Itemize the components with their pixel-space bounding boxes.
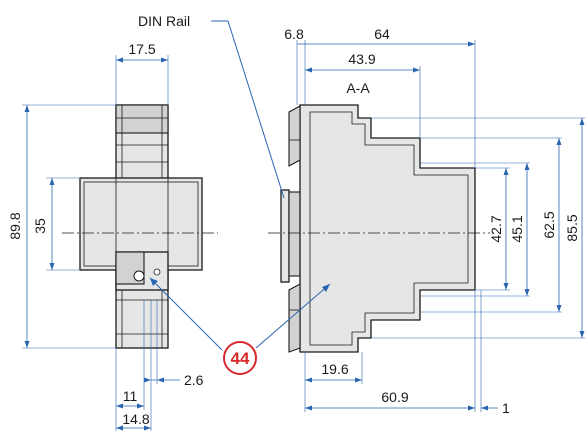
dim-side-bottom-b: 14.8 <box>122 411 149 427</box>
dim-section-upper-depth: 43.9 <box>348 51 375 67</box>
dim-section-total-depth: 64 <box>374 26 390 42</box>
dim-section-h1: 42.7 <box>488 215 504 242</box>
dim-side-total-height: 89.8 <box>7 212 23 239</box>
side-view-top-cap <box>115 104 169 134</box>
dim-section-bottom-b: 60.9 <box>381 389 408 405</box>
housing-profile <box>299 104 476 353</box>
dim-side-bottom-a: 11 <box>123 388 138 404</box>
callout-number: 44 <box>231 349 250 368</box>
dim-side-mid-height: 35 <box>32 218 48 234</box>
dim-section-h3: 62.5 <box>541 211 557 238</box>
din-rail-label-group: DIN Rail <box>138 13 285 199</box>
din-rail-label: DIN Rail <box>138 13 190 29</box>
din-rail <box>280 189 290 283</box>
dim-section-bottom-c: 1 <box>502 400 510 416</box>
dim-section-bottom-a: 19.6 <box>321 361 348 377</box>
side-view-dimensions: 17.5 89.8 35 2.6 11 14.8 <box>7 41 204 431</box>
dim-section-rail-offset: 6.8 <box>284 26 304 42</box>
section-view: A-A <box>268 80 490 353</box>
dim-side-top-width: 17.5 <box>128 41 155 57</box>
screw-icon <box>133 270 145 282</box>
callout-circle <box>223 341 257 375</box>
dim-section-h4: 85.5 <box>564 214 580 241</box>
section-label: A-A <box>346 80 370 96</box>
dim-side-bottom-gap: 2.6 <box>184 372 204 388</box>
dim-section-h2: 45.1 <box>509 215 525 242</box>
side-view <box>62 104 218 349</box>
section-dimensions: 6.8 64 43.9 42.7 45.1 62.5 <box>284 26 585 416</box>
callout-44: 44 <box>149 277 331 375</box>
